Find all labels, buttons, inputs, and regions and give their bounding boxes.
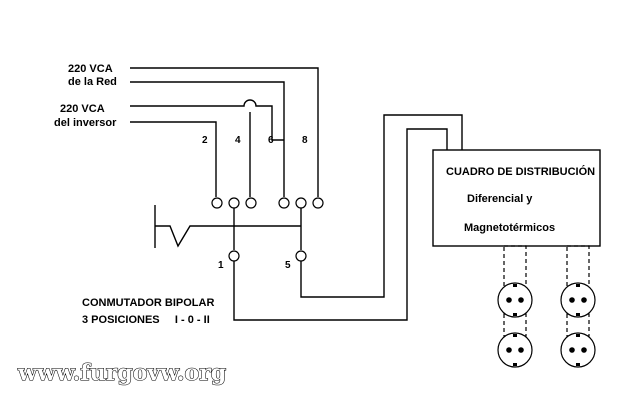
- output-wire-5: [300, 114, 463, 298]
- inverter-label-2: del inversor: [54, 117, 117, 129]
- terminal-5-label: 5: [285, 260, 291, 271]
- terminal-2-label: 2: [202, 135, 208, 146]
- inverter-wire-b: [130, 121, 217, 197]
- terminal-4: [245, 197, 257, 209]
- grid-wire-b: [130, 81, 285, 197]
- switch-caption-1: CONMUTADOR BIPOLAR: [82, 297, 214, 309]
- terminal-8-label: 8: [302, 135, 308, 146]
- grid-wire-a: [130, 67, 319, 197]
- outlet-right-bottom: [560, 332, 596, 368]
- terminal-1: [228, 250, 240, 262]
- red-label-2: de la Red: [68, 76, 117, 88]
- terminal-common-b: [295, 197, 307, 209]
- terminal-5: [295, 250, 307, 262]
- panel-line-2: Diferencial y: [467, 193, 533, 205]
- red-label-1: 220 VCA: [68, 63, 113, 75]
- panel-line-3: Magnetotérmicos: [464, 222, 555, 234]
- inverter-wire-a: [130, 99, 284, 141]
- panel-title: CUADRO DE DISTRIBUCIÓN: [446, 165, 595, 178]
- switch-lever: [155, 225, 234, 248]
- terminal-4-label: 4: [235, 135, 241, 146]
- outlet-left-bottom: [497, 332, 533, 368]
- distribution-panel: [432, 149, 601, 247]
- terminal-6: [278, 197, 290, 209]
- outlet-right-top: [560, 282, 596, 318]
- terminal-6-label: 6: [268, 135, 274, 146]
- output-wire-1: [233, 128, 448, 321]
- terminal-8: [312, 197, 324, 209]
- conduit-left-top: [503, 245, 527, 287]
- terminal-2: [211, 197, 223, 209]
- terminal-common-a: [228, 197, 240, 209]
- terminal-1-label: 1: [218, 260, 224, 271]
- site-watermark: www.furgovw.org: [17, 360, 226, 386]
- switch-caption-2: 3 POSICIONES I - 0 - II: [82, 314, 210, 326]
- outlet-left-top: [497, 282, 533, 318]
- inverter-label-1: 220 VCA: [60, 103, 105, 115]
- conduit-right-top: [566, 245, 590, 287]
